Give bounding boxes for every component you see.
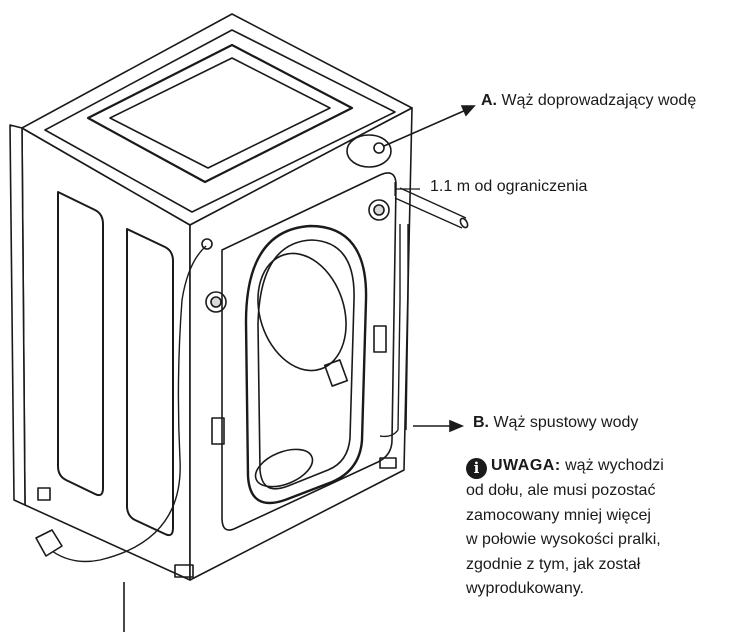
tab-left — [211, 417, 225, 445]
side-cutout-left — [57, 191, 104, 497]
mount-left-inner — [210, 296, 222, 308]
drum-inner — [257, 239, 355, 490]
mount-right-inner — [373, 204, 385, 216]
tab-right — [373, 325, 387, 353]
note-line-2: od dołu, ale musi pozostać — [466, 482, 656, 499]
inlet-port-center — [373, 142, 385, 154]
arrow-a-line — [383, 109, 467, 147]
mount-right — [368, 199, 390, 221]
service-hatch — [254, 448, 314, 488]
inlet-hose-pipe — [394, 187, 467, 229]
arrow-a-head — [460, 105, 476, 117]
cord-grommet — [201, 238, 213, 250]
drum-window — [257, 252, 347, 372]
top-lid-recess — [86, 43, 354, 184]
note-line-1: wąż wychodzi — [565, 457, 664, 474]
label-drain-hose: B. Wąż spustowy wody — [473, 414, 638, 432]
top-lid-recess-inner — [109, 57, 331, 169]
note-line-3: zamocowany mniej więcej — [466, 506, 651, 524]
inlet-hose-end — [459, 217, 469, 229]
label-a-text: Wąż doprowadzający wodę — [501, 92, 697, 109]
arrow-b-head — [449, 419, 465, 433]
label-inlet-hose: A. Wąż doprowadzający wodę — [481, 92, 696, 110]
label-a-letter: A. — [481, 92, 497, 109]
drain-hose — [379, 224, 409, 438]
back-panel-contour — [221, 172, 397, 531]
foot-back — [379, 457, 397, 469]
mount-left — [205, 291, 227, 313]
foot-front — [174, 564, 194, 578]
label-distance: 1.1 m od ograniczenia — [430, 178, 588, 195]
power-plug — [35, 529, 63, 557]
side-cutout-right — [126, 228, 174, 537]
inlet-port — [346, 134, 392, 168]
label-b-text: Wąż spustowy wody — [493, 414, 639, 431]
distance-bracket — [394, 182, 420, 196]
power-cord — [47, 245, 207, 563]
tab-mid — [323, 359, 349, 387]
note-title: UWAGA: — [491, 457, 561, 474]
drum-outline — [244, 224, 368, 505]
foot-front-left — [37, 487, 51, 501]
top-inner-frame — [44, 29, 396, 213]
note-line-6: wyprodukowany. — [466, 580, 584, 597]
machine-front-edge — [9, 124, 26, 506]
info-icon: i — [466, 458, 487, 479]
note-line-5: zgodnie z tym, jak został — [466, 555, 641, 573]
note-line-4: w połowie wysokości pralki, — [466, 531, 661, 548]
label-b-letter: B. — [473, 414, 489, 431]
